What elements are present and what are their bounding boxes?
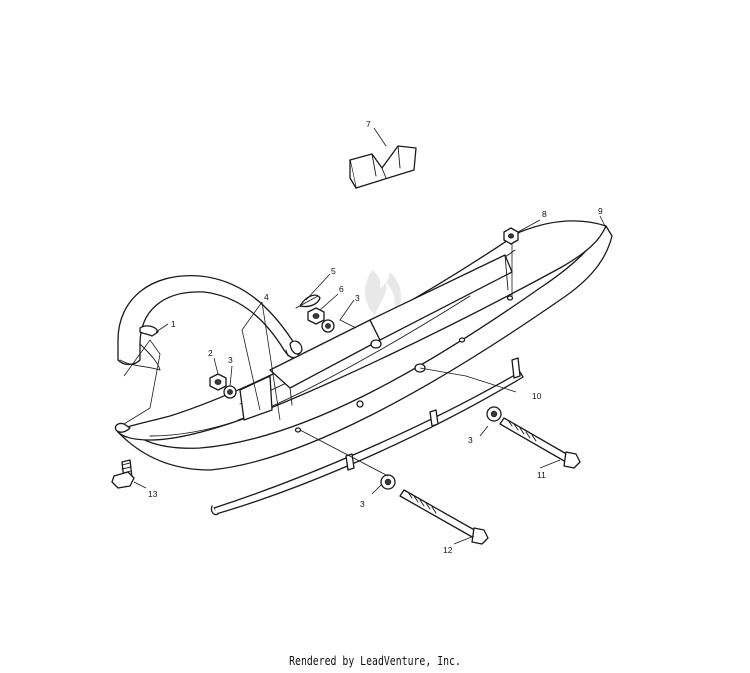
part-1-cap — [119, 325, 161, 371]
callout-9: 9 — [598, 206, 603, 216]
watermark-logo — [364, 270, 402, 318]
part-2-nut — [209, 373, 227, 391]
part-6-nut — [307, 307, 325, 325]
part-8-nut — [503, 227, 519, 245]
part-12-bolt — [399, 489, 489, 545]
callout-13: 13 — [148, 489, 158, 499]
callout-labels: 1 2 3 3 3 3 4 5 6 7 8 9 10 11 12 13 — [148, 119, 603, 555]
callout-11: 11 — [537, 470, 546, 480]
callout-2: 2 — [208, 348, 213, 358]
part-13-bolt — [111, 459, 135, 489]
part-5-cotter-pin — [295, 294, 321, 309]
part-3-washers — [223, 319, 502, 490]
part-4-handle — [117, 275, 303, 371]
footer-credit: Rendered by LeadVenture, Inc. — [289, 654, 461, 668]
part-11-bolt — [499, 417, 581, 469]
part-7-saddle-pad — [349, 145, 417, 189]
part-9-ski — [114, 220, 613, 471]
part-10-wear-bar — [210, 357, 524, 516]
callout-3a: 3 — [228, 355, 233, 365]
callout-10: 10 — [532, 391, 542, 401]
callout-12: 12 — [443, 545, 453, 555]
leader-lines — [123, 127, 607, 545]
callout-3b: 3 — [355, 293, 360, 303]
callout-8: 8 — [542, 209, 547, 219]
callout-3d: 3 — [360, 499, 365, 509]
callout-5: 5 — [331, 266, 336, 276]
callout-4: 4 — [264, 292, 269, 302]
callout-3c: 3 — [468, 435, 473, 445]
callout-7: 7 — [366, 119, 371, 129]
callout-1: 1 — [171, 319, 176, 329]
callout-6: 6 — [339, 284, 344, 294]
